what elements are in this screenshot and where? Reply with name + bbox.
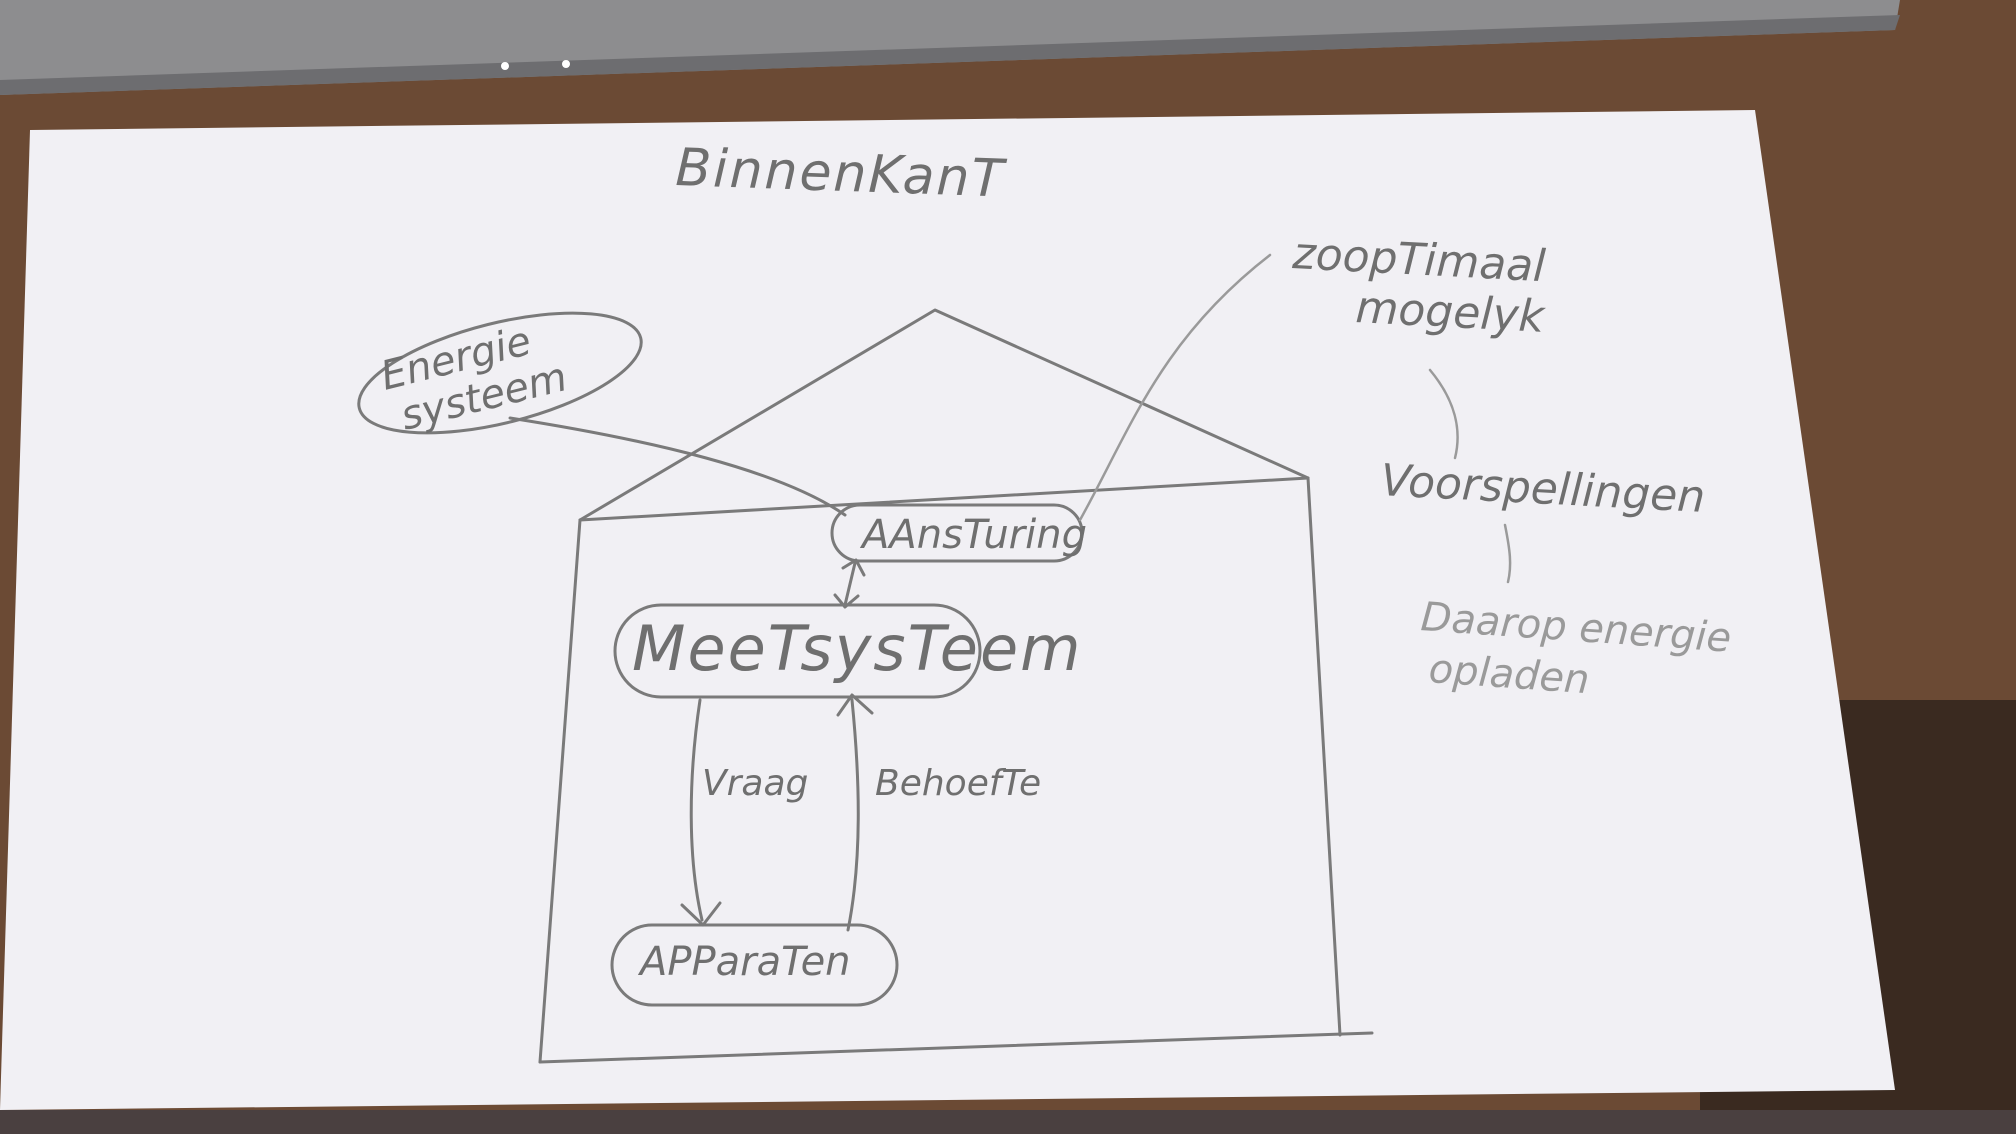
note-connector-2 bbox=[1503, 523, 1512, 584]
aansturing-to-note-line bbox=[1078, 253, 1272, 522]
behoefte-arrow bbox=[846, 698, 860, 932]
arrowhead-up bbox=[841, 558, 866, 577]
note-daarop-2: opladen bbox=[1427, 646, 1591, 703]
vraag-label: Vraag bbox=[702, 763, 808, 804]
house-eave bbox=[578, 476, 1310, 522]
laptop-led-2 bbox=[562, 60, 570, 68]
house-wall-right bbox=[1306, 476, 1342, 1037]
diagram-title: BinnenKanT bbox=[675, 138, 1009, 210]
house-floor bbox=[538, 1031, 1374, 1064]
meetsysteem-label: MeeTsysTeem bbox=[632, 612, 1083, 685]
apparaten-label: APParaTen bbox=[637, 939, 851, 985]
note-connector-1 bbox=[1428, 368, 1459, 460]
laptop-edge bbox=[0, 15, 1900, 95]
energie-to-aansturing-line bbox=[508, 416, 847, 517]
bottom-edge bbox=[0, 1110, 2016, 1134]
arrowhead-down bbox=[833, 593, 860, 609]
paper-sheet bbox=[0, 110, 1895, 1110]
laptop-led-1 bbox=[501, 62, 509, 70]
note-zo-optimaal-2: mogelyk bbox=[1354, 282, 1546, 343]
energie-systeem-node bbox=[357, 311, 643, 435]
apparaten-node bbox=[610, 923, 899, 1007]
house-roof bbox=[578, 308, 1310, 522]
aansturing-meetsysteem-link bbox=[843, 561, 857, 607]
aansturing-node bbox=[830, 503, 1084, 563]
vraag-arrow bbox=[689, 698, 704, 922]
house-wall-left bbox=[538, 518, 582, 1064]
meetsysteem-node bbox=[613, 603, 982, 699]
aansturing-label: AAnsTuring bbox=[859, 512, 1087, 558]
behoefte-label: BehoefTe bbox=[875, 763, 1041, 804]
behoefte-arrowhead bbox=[836, 693, 874, 717]
